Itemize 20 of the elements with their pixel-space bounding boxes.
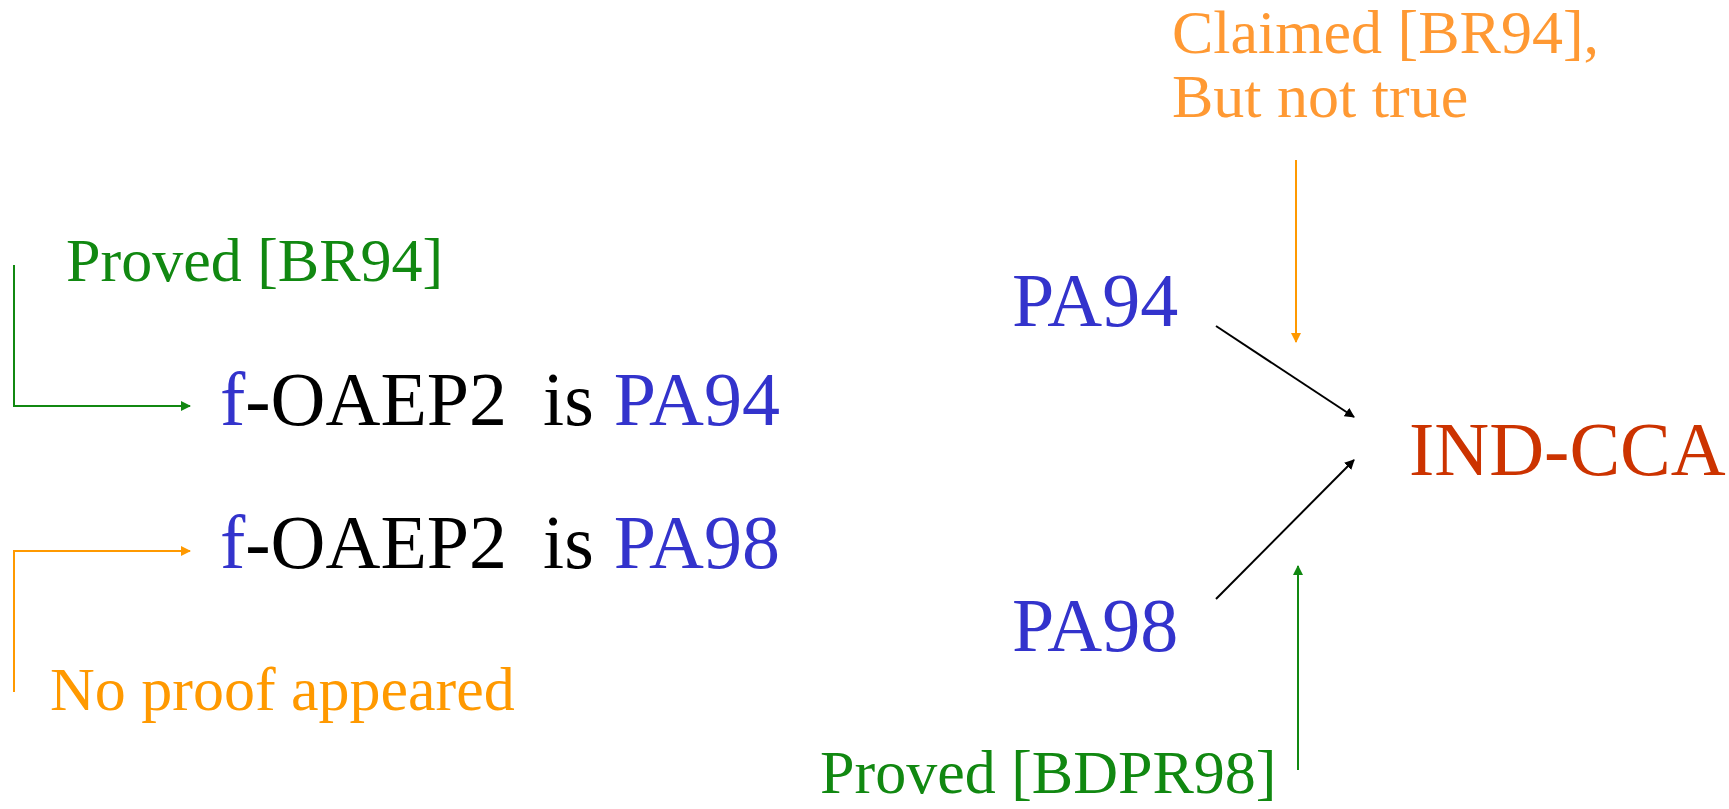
statement-text: f — [220, 361, 246, 437]
arrow — [13, 546, 191, 693]
statement-text: -OAEP2 — [245, 504, 508, 580]
annotation-text: IND-CCA — [1409, 411, 1727, 487]
annotation-text: PA98 — [1012, 587, 1180, 663]
statement-text: PA94 — [613, 361, 780, 437]
arrow — [1291, 159, 1301, 343]
annotation-text: Proved [BR94] — [66, 229, 445, 291]
arrow — [1215, 459, 1355, 600]
statement-text: is — [543, 504, 594, 580]
arrow — [13, 264, 191, 411]
statement-text: -OAEP2 — [245, 361, 508, 437]
arrow — [1215, 325, 1355, 418]
statement-text: f — [220, 504, 246, 580]
arrow — [1293, 565, 1303, 771]
statement-text: is — [543, 361, 594, 437]
statement-text: PA98 — [613, 504, 780, 580]
annotation-text: Proved [BDPR98] — [820, 741, 1278, 803]
annotation-text: Claimed [BR94], But not true — [1172, 0, 1601, 128]
annotation-text: PA94 — [1012, 262, 1180, 338]
